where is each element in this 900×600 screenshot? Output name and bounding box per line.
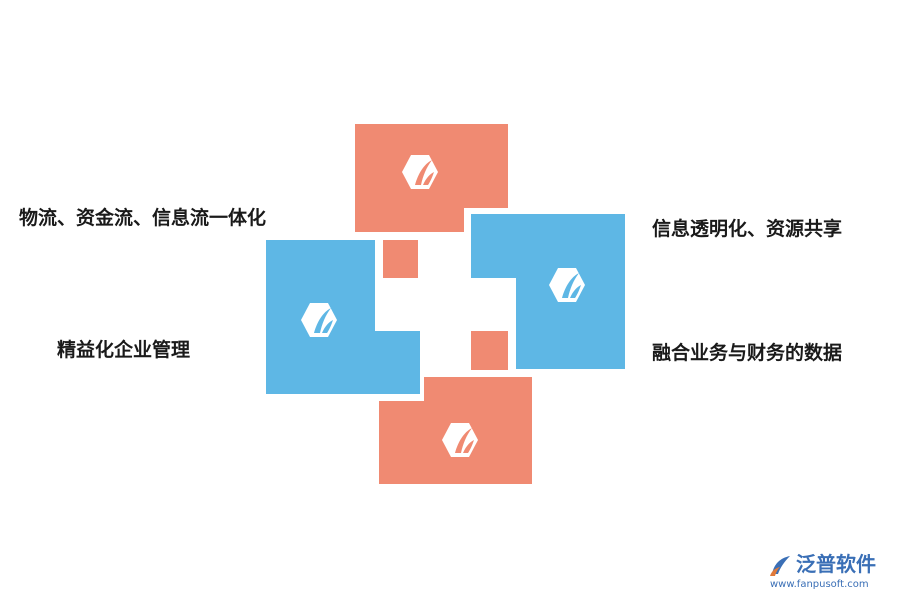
- brand-url: www.fanpusoft.com: [770, 579, 869, 590]
- hexagon-leaf-icon: [402, 155, 438, 189]
- label-bottom-left: 精益化企业管理: [57, 339, 191, 361]
- left-blue-block: [266, 240, 420, 394]
- label-bottom-right: 融合业务与财务的数据: [652, 342, 843, 364]
- label-top-right: 信息透明化、资源共享: [652, 218, 843, 240]
- bottom-salmon-connector: [471, 331, 508, 370]
- right-blue-block: [471, 214, 625, 369]
- hexagon-leaf-icon: [301, 303, 337, 337]
- label-top-left: 物流、资金流、信息流一体化: [19, 207, 267, 229]
- top-salmon-connector: [383, 240, 418, 278]
- brand-name: 泛普软件: [796, 552, 876, 576]
- hexagon-leaf-icon: [549, 268, 585, 302]
- brand-mark-icon: [770, 556, 790, 576]
- brand-logo: 泛普软件 www.fanpusoft.com: [768, 552, 892, 596]
- hexagon-leaf-icon: [442, 423, 478, 457]
